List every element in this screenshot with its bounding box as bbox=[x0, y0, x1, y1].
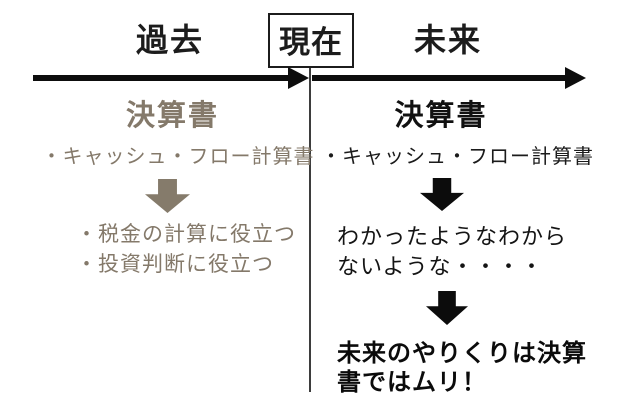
conclusion-line: 未来のやりくりは決算 bbox=[337, 340, 587, 367]
timeline-label-past: 過去 bbox=[135, 22, 204, 58]
timeline-label-future: 未来 bbox=[413, 22, 482, 58]
right-arrow-icon bbox=[288, 67, 309, 89]
confusion-line: ないような・・・・ bbox=[337, 254, 544, 279]
future-confusion-text: わかったようなわから ないような・・・・ bbox=[337, 222, 567, 282]
past-heading: 決算書 bbox=[125, 100, 219, 132]
confusion-line: わかったようなわから bbox=[337, 224, 568, 249]
future-subitem: ・キャッシュ・フロー計算書 bbox=[321, 146, 594, 168]
timeline-label-present-box: 現在 bbox=[268, 13, 354, 68]
past-subitem: ・キャッシュ・フロー計算書 bbox=[41, 146, 315, 168]
center-divider bbox=[309, 68, 311, 392]
down-arrow-icon bbox=[145, 179, 190, 213]
timeline-label-present: 現在 bbox=[279, 25, 343, 60]
right-arrow-body bbox=[312, 75, 566, 81]
down-arrow-icon bbox=[420, 178, 464, 211]
future-conclusion-text: 未来のやりくりは決算 書ではムリ！ bbox=[337, 339, 587, 397]
past-benefit-item: ・投資判断に役立つ bbox=[76, 253, 274, 276]
future-heading: 決算書 bbox=[394, 100, 488, 132]
right-arrow-icon bbox=[565, 67, 586, 89]
down-arrow-icon bbox=[426, 291, 468, 325]
past-benefit-item: ・税金の計算に役立つ bbox=[76, 223, 296, 246]
conclusion-line: 書ではムリ！ bbox=[337, 369, 487, 396]
right-arrow-body bbox=[33, 75, 289, 81]
past-benefits-list: ・税金の計算に役立つ ・投資判断に役立つ bbox=[76, 220, 296, 280]
